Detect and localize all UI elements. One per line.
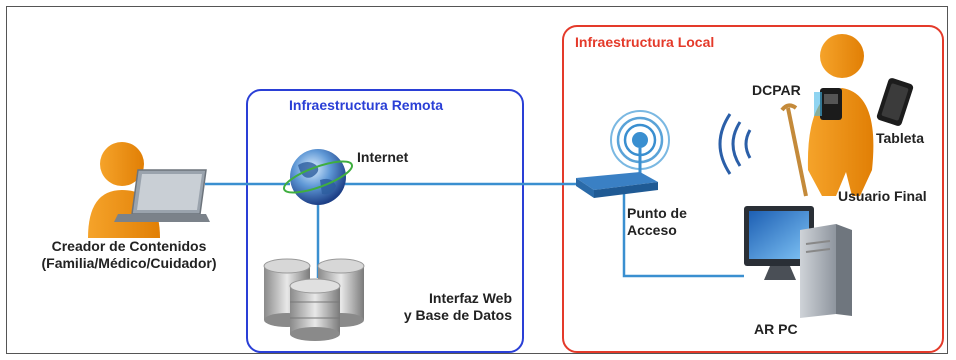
- database-icon: [263, 258, 365, 341]
- router-icon: [576, 172, 658, 198]
- end-user-label: Usuario Final: [838, 188, 927, 204]
- pc-tower-icon: [800, 224, 852, 318]
- ar-pc-label: AR PC: [754, 321, 798, 337]
- database-label-line2: y Base de Datos: [403, 307, 512, 323]
- wifi-icon: [610, 110, 670, 174]
- monitor-icon: [744, 206, 814, 280]
- access-point-label-line2: Acceso: [627, 222, 677, 238]
- database-label-line1: Interfaz Web: [429, 290, 512, 306]
- link-ap-pc: [622, 190, 744, 278]
- database-label: Interfaz Web y Base de Datos: [382, 290, 512, 324]
- laptop-icon: [114, 169, 210, 222]
- local-region-title: Infraestructura Local: [575, 34, 715, 50]
- remote-region-title: Infraestructura Remota: [289, 97, 444, 113]
- access-point-label: Punto de Acceso: [627, 205, 687, 239]
- local-region-box: [562, 25, 944, 353]
- tablet-icon: [876, 78, 914, 126]
- dcpar-label: DCPAR: [752, 82, 801, 98]
- creator-label-line1: Creador de Contenidos: [51, 238, 207, 254]
- dcpar-device-icon: [814, 88, 842, 120]
- signal-waves-icon: [718, 113, 752, 175]
- remote-region-box: [246, 89, 524, 353]
- creator-label-line2: (Familia/Médico/Cuidador): [41, 255, 217, 271]
- internet-label: Internet: [357, 149, 409, 165]
- tablet-label: Tableta: [876, 130, 924, 146]
- access-point-label-line1: Punto de: [627, 205, 687, 221]
- globe-icon: [282, 149, 354, 205]
- creator-label: Creador de Contenidos (Familia/Médico/Cu…: [34, 238, 224, 272]
